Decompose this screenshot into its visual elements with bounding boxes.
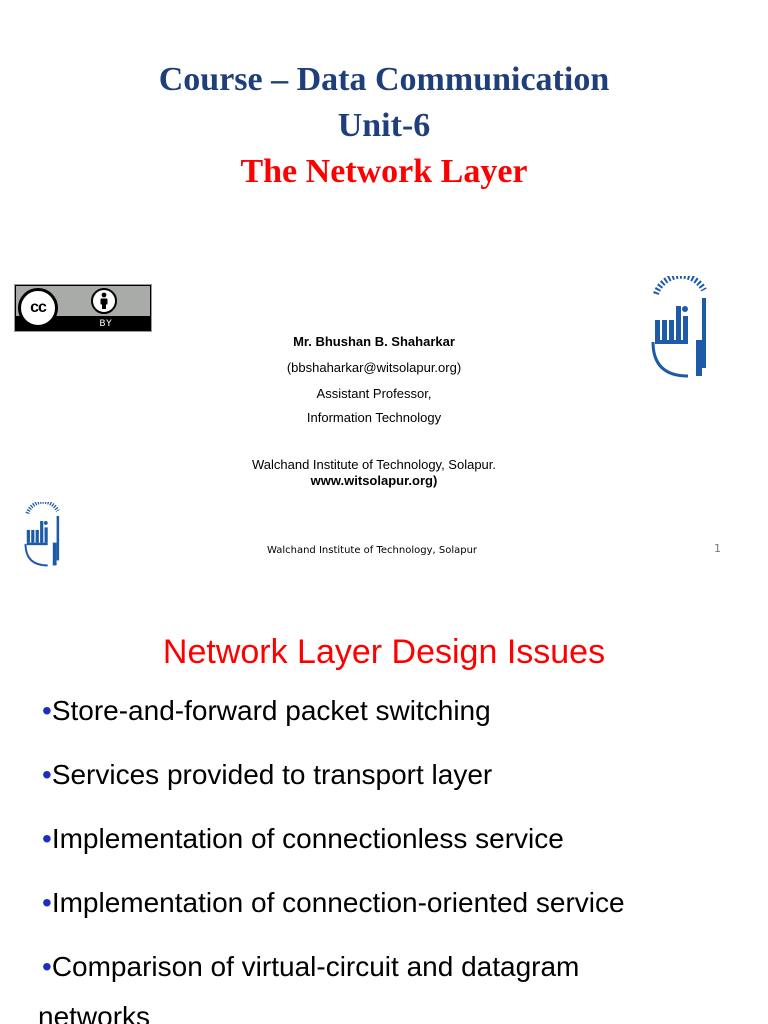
author-department: Information Technology xyxy=(306,410,442,425)
bullet-text: Comparison of virtual-circuit and datagr… xyxy=(51,951,580,982)
bullet-icon: • xyxy=(42,759,52,790)
institute-name: Walchand Institute of Technology, Solapu… xyxy=(251,457,497,472)
bullet-icon: • xyxy=(42,951,52,982)
bullet-text: Services provided to transport layer xyxy=(51,759,493,790)
slide-title: Network Layer Design Issues xyxy=(162,633,606,671)
author-name: Mr. Bhushan B. Shaharkar xyxy=(293,334,455,349)
wit-logo-small-icon xyxy=(24,502,60,567)
author-email: (bbshaharkar@witsolapur.org) xyxy=(286,360,462,375)
bullet-text: Store-and-forward packet switching xyxy=(51,695,491,726)
institute-website: www.witsolapur.org) xyxy=(310,473,438,488)
bullet-text: Implementation of connectionless service xyxy=(51,823,564,854)
wit-logo-icon xyxy=(651,276,707,378)
topic-title: The Network Layer xyxy=(240,153,528,190)
list-item: •Services provided to transport layer xyxy=(42,758,492,792)
cc-icon: cc xyxy=(18,288,58,328)
slide-footer: Walchand Institute of Technology, Solapu… xyxy=(266,545,478,556)
list-item: •Implementation of connectionless servic… xyxy=(42,822,564,856)
list-item: •Store-and-forward packet switching xyxy=(42,694,491,728)
content-slide: Network Layer Design Issues •Store-and-f… xyxy=(0,590,768,1024)
course-title: Course – Data Communication xyxy=(158,61,610,98)
author-designation: Assistant Professor, xyxy=(316,386,432,401)
unit-title: Unit-6 xyxy=(337,107,431,144)
bullet-text: Implementation of connection-oriented se… xyxy=(51,887,625,918)
cc-by-label: BY xyxy=(99,319,113,329)
bullet-icon: • xyxy=(42,695,52,726)
bullet-icon: • xyxy=(42,823,52,854)
page-number: 1 xyxy=(714,542,721,555)
title-slide: Course – Data Communication Unit-6 The N… xyxy=(14,61,721,567)
list-item: •Implementation of connection-oriented s… xyxy=(42,886,625,920)
list-item: •Comparison of virtual-circuit and datag… xyxy=(42,950,579,984)
bullet-continuation: networks xyxy=(38,1001,151,1024)
bullet-icon: • xyxy=(42,887,52,918)
cc-by-license-badge: cc BY xyxy=(14,284,152,332)
attribution-icon xyxy=(91,288,117,314)
